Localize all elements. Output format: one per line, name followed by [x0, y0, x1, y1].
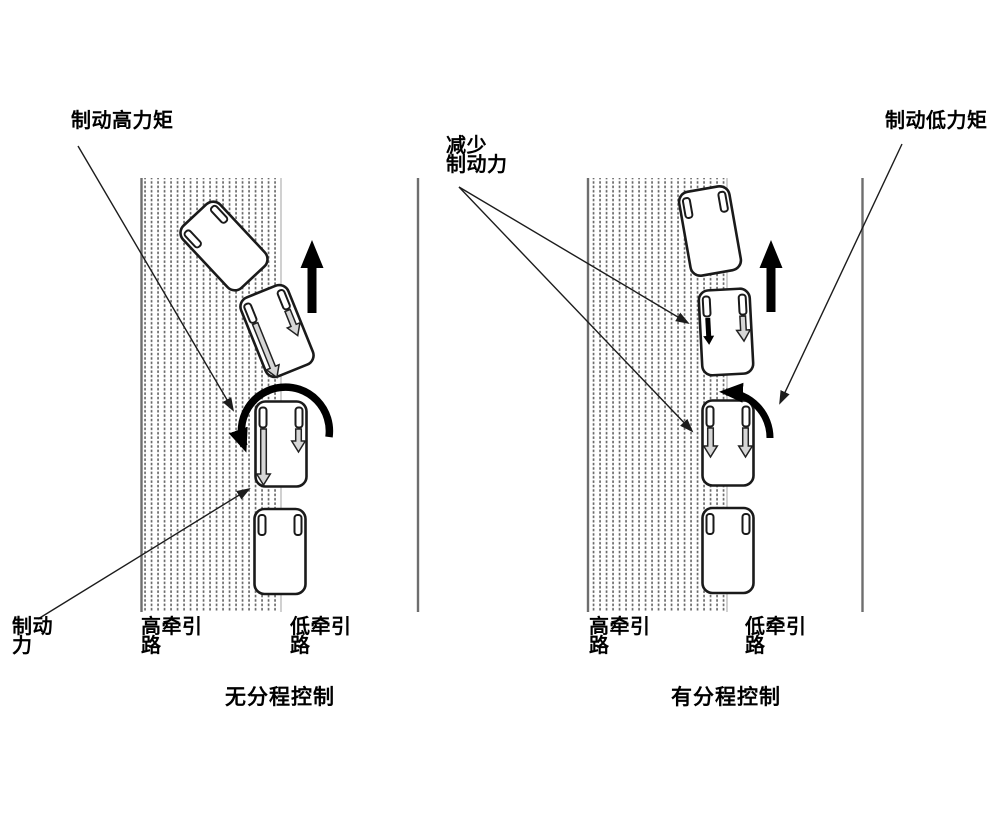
caption-with-split-control: 有分程控制 [671, 686, 781, 709]
brake-high-torque-leader-arrow [77, 145, 235, 412]
right-car-trailing [701, 506, 755, 595]
high-brake-force-arrow-icon [255, 428, 272, 487]
label-left-low-traction-road: 低牵引 路 [290, 616, 352, 657]
travel-direction-up-arrow-icon [300, 240, 324, 313]
reduced-brake-force-arrow-icon [703, 317, 715, 345]
low-brake-force-arrow-icon [290, 428, 307, 454]
label-right-high-traction-road: 高牵引 路 [589, 616, 651, 657]
caption-no-split-control: 无分程控制 [225, 686, 335, 709]
label-right-low-traction-road: 低牵引 路 [745, 616, 807, 657]
brake-force-arrow-icon [737, 427, 754, 459]
label-left-high-traction-road: 高牵引 路 [141, 616, 203, 657]
travel-direction-up-arrow-icon [759, 240, 783, 312]
label-brake-high-torque: 制动高力矩 [71, 110, 174, 132]
label-brake-low-torque: 制动低力矩 [885, 110, 988, 132]
left-car-yawing [239, 283, 315, 379]
high-brake-force-arrow-icon [251, 321, 281, 379]
brake-low-torque-leader-arrow [779, 143, 903, 405]
left-car-trailing [253, 507, 307, 596]
brake-force-leader-arrow [37, 487, 251, 620]
reduce-brake-force-leader-arrow-2 [458, 186, 694, 433]
left-car-spun [179, 200, 269, 292]
brake-force-arrow-icon [702, 427, 719, 459]
reduce-brake-force-leader-arrow-1 [458, 186, 690, 325]
low-brake-force-arrow-icon [284, 308, 301, 337]
label-brake-force: 制动 力 [12, 616, 53, 657]
large-yaw-moment-arrow-icon [228, 383, 334, 453]
left-car-braking [254, 400, 308, 488]
right-diagram [458, 143, 903, 612]
right-car-slight-yaw [677, 185, 743, 277]
right-car-controlled [697, 287, 755, 377]
right-car-braking [701, 399, 755, 487]
left-diagram [37, 145, 420, 620]
label-reduce-brake-force: 减少 制动力 [446, 135, 508, 176]
brake-force-arrow-icon [735, 315, 752, 343]
small-yaw-moment-arrow-icon [719, 382, 774, 439]
